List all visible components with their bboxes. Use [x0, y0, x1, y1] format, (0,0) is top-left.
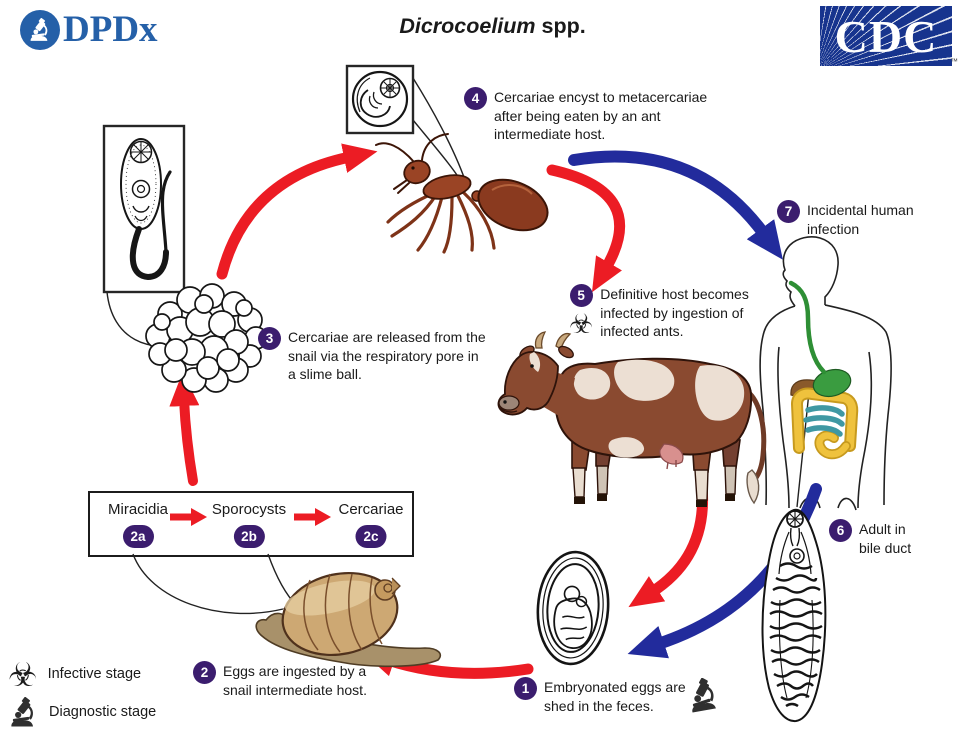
stage-2a-badge: 2a: [122, 525, 154, 548]
step-7-badge: 7: [777, 200, 800, 223]
legend-diagnostic-row: Diagnostic stage: [8, 693, 156, 731]
stage-cercariae-label: Cercariae: [338, 501, 404, 518]
step-2-badge: 2: [193, 661, 216, 684]
step-5-note: 5 ☣ Definitive host becomes infected by …: [569, 284, 778, 341]
cdc-logo-text: CDC: [834, 10, 938, 62]
legend-infective-label: Infective stage: [47, 666, 142, 682]
dpdx-logo: DPDx: [20, 8, 158, 51]
step-2-text: Eggs are ingested by a snail intermediat…: [223, 663, 367, 698]
stage-sporocysts-label: Sporocysts: [211, 501, 287, 518]
arrow-box-to-slimeball: [169, 372, 200, 486]
legend-diagnostic-label: Diagnostic stage: [49, 704, 157, 720]
page-title: Dicrocoelium spp.: [399, 14, 585, 39]
step-7-note: 7 Incidental human infection: [777, 200, 929, 238]
snail-stages-box: Miracidia 2a Sporocysts 2b Cercariae 2c: [88, 491, 414, 557]
step-5-text: Definitive host becomes infected by inge…: [600, 286, 749, 339]
arrow-ant-to-cow: [546, 164, 626, 293]
egg-illustration: [536, 550, 610, 666]
cow-illustration: [497, 331, 767, 507]
stage-sporocysts: Sporocysts 2b: [212, 501, 286, 548]
step-2-note: 2 Eggs are ingested by a snail intermedi…: [193, 661, 385, 699]
metacercaria-inset-box: [345, 64, 415, 135]
right-arrow-icon: [294, 508, 331, 526]
step-3-badge: 3: [258, 327, 281, 350]
step-7-text: Incidental human infection: [807, 202, 914, 237]
stage-cercariae: Cercariae 2c: [338, 501, 404, 548]
step-6-badge: 6: [829, 519, 852, 542]
step-6-note: 6 Adult in bile duct: [829, 519, 931, 557]
step-3-note: 3 Cercariae are released from the snail …: [258, 327, 488, 384]
human-figure-illustration: [759, 236, 892, 511]
right-arrow-icon: [170, 508, 207, 526]
arrow-slimeball-to-ant: [216, 143, 378, 280]
step-1-badge: 1: [514, 677, 537, 700]
arrow-human-to-egg: [627, 483, 822, 659]
microscope-icon: [683, 675, 722, 714]
legend: ☣ Infective stage Diagnostic stage: [8, 655, 156, 731]
arrow-cow-to-egg: [628, 480, 709, 608]
cercaria-inset-box: [102, 124, 186, 294]
dpdx-microscope-icon: [20, 9, 60, 50]
snail-illustration: [255, 571, 442, 668]
adult-fluke-illustration: [761, 508, 827, 723]
cdc-trademark: ™: [950, 57, 958, 66]
step-1-note: 1 Embryonated eggs are shed in the feces…: [514, 677, 714, 715]
cdc-rays: [820, 6, 952, 66]
dpdx-logo-text: DPDx: [63, 9, 158, 50]
stage-miracidia-label: Miracidia: [107, 501, 169, 518]
liver-pointer-dot: [806, 388, 812, 394]
step-4-badge: 4: [464, 87, 487, 110]
ant-illustration: [375, 133, 549, 254]
title-genus: Dicrocoelium: [399, 14, 536, 38]
title-spp: spp.: [535, 14, 586, 38]
legend-infective-row: ☣ Infective stage: [8, 655, 156, 693]
biohazard-icon: ☣: [569, 309, 594, 340]
step-6-text: Adult in bile duct: [859, 521, 912, 556]
slime-ball-illustration: [145, 283, 268, 393]
stage-miracidia: Miracidia 2a: [108, 501, 168, 548]
step-4-text: Cercariae encyst to metacercariae after …: [494, 89, 708, 142]
cdc-logo: CDC: [820, 6, 952, 66]
step-1-text: Embryonated eggs are shed in the feces.: [544, 679, 686, 714]
microscope-icon: [8, 697, 39, 728]
arrow-egg-to-snail: [361, 647, 534, 679]
step-3-text: Cercariae are released from the snail vi…: [288, 329, 486, 382]
stage-2b-badge: 2b: [233, 525, 265, 548]
stage-2c-badge: 2c: [355, 525, 387, 548]
biohazard-icon: ☣: [8, 654, 38, 694]
step-5-badge: 5: [569, 284, 593, 307]
arrow-ant-to-human: [568, 150, 783, 260]
step-4-note: 4 Cercariae encyst to metacercariae afte…: [464, 87, 726, 144]
